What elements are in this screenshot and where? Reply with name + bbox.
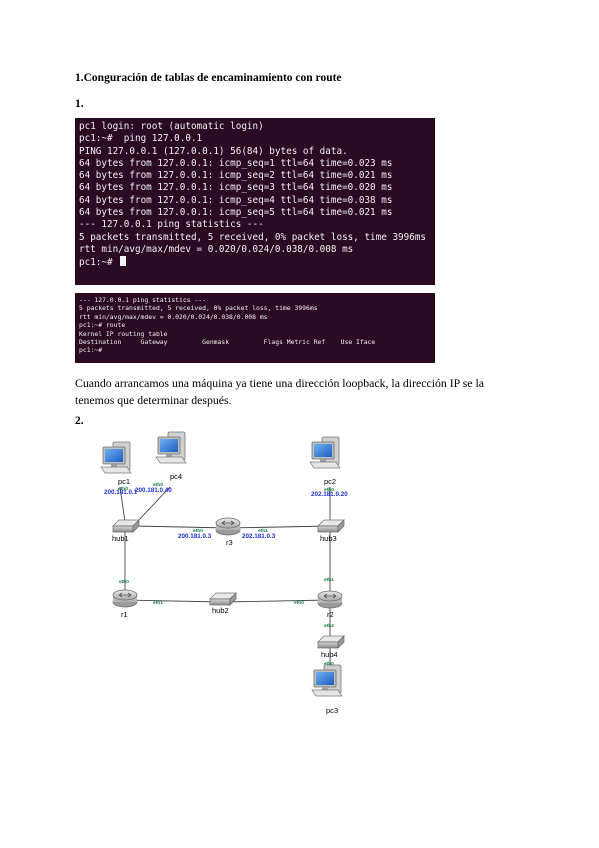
hub2-node <box>209 592 237 606</box>
terminal-line: 64 bytes from 127.0.0.1: icmp_seq=3 ttl=… <box>79 182 393 194</box>
ip-labels: 200.181.0.1 200.181.0.40 202.181.0.20 20… <box>104 487 348 540</box>
terminal-line: Destination Gateway Genmask Flags Metric… <box>79 338 376 347</box>
terminal-line: rtt min/avg/max/mdev = 0.020/0.024/0.038… <box>79 312 268 321</box>
terminal-line: --- 127.0.0.1 ping statistics --- <box>79 296 206 304</box>
hub-icon <box>317 519 345 533</box>
terminal-line: pc1:~# route <box>79 321 126 330</box>
label-hub4: hub4 <box>321 650 338 659</box>
hub4-node <box>317 635 345 649</box>
terminal-line: rtt min/avg/max/mdev = 0.020/0.024/0.038… <box>79 243 354 255</box>
hub-icon <box>112 519 140 533</box>
iface-r1-eth0: eth0 <box>119 579 129 585</box>
terminal-line: 64 bytes from 127.0.0.1: icmp_seq=2 ttl=… <box>79 170 393 182</box>
terminal-line: 64 bytes from 127.0.0.1: icmp_seq=4 ttl=… <box>79 194 393 206</box>
iface-pc2-eth0: eth0 <box>324 487 334 493</box>
link-hub2-r2 <box>221 599 331 603</box>
pc1-node <box>100 441 132 474</box>
label-hub3: hub3 <box>320 534 337 543</box>
computer-icon <box>311 664 343 697</box>
r3-node <box>215 517 241 536</box>
section-number-1: 1. <box>75 98 84 110</box>
computer-icon <box>309 436 341 469</box>
terminal-line: 5 packets transmitted, 5 received, 0% pa… <box>79 304 318 313</box>
iface-r3-eth1: eth1 <box>258 528 268 534</box>
link-r1-hub2 <box>124 599 223 603</box>
iface-r1-eth1: eth1 <box>153 600 163 606</box>
pc4-node <box>155 431 187 464</box>
router-icon <box>317 590 343 609</box>
label-pc2: pc2 <box>324 477 336 486</box>
explanation-paragraph: Cuando arrancamos una máquina ya tiene u… <box>75 376 485 407</box>
terminal-line: --- 127.0.0.1 ping statistics --- <box>79 219 264 231</box>
pc2-node <box>309 436 341 469</box>
label-pc4: pc4 <box>170 472 182 481</box>
pc3-node <box>311 664 343 697</box>
terminal-line: PING 127.0.0.1 (127.0.0.1) 56(84) bytes … <box>79 145 348 157</box>
iface-r2-eth0: eth0 <box>294 600 304 606</box>
hub-icon <box>209 592 237 606</box>
section-number-2: 2. <box>75 415 84 427</box>
terminal-line: pc1:~# ping 127.0.0.1 <box>79 133 203 145</box>
label-pc1: pc1 <box>118 477 130 486</box>
terminal-prompt-line: pc1:~# <box>79 256 431 269</box>
terminal-ping-output: pc1 login: root (automatic login) pc1:~#… <box>75 118 435 285</box>
hub-icon <box>317 635 345 649</box>
interface-labels: eth0 eth0 eth0 eth0 eth1 eth0 eth1 eth0 … <box>118 482 334 667</box>
ip-pc4: 200.181.0.40 <box>135 487 172 494</box>
terminal-line: Kernel IP routing table <box>79 329 168 338</box>
iface-r2-eth2: eth2 <box>324 623 334 629</box>
hub1-node <box>112 519 140 533</box>
network-links <box>119 486 331 680</box>
terminal-line: pc1 login: root (automatic login) <box>79 121 264 132</box>
iface-r2-eth1: eth1 <box>324 577 334 583</box>
hub3-node <box>317 519 345 533</box>
computer-icon <box>155 431 187 464</box>
label-r1: r1 <box>121 610 128 619</box>
iface-pc4-eth0: eth0 <box>153 482 163 488</box>
terminal-line: 64 bytes from 127.0.0.1: icmp_seq=1 ttl=… <box>79 157 393 169</box>
ip-r3-eth1: 202.181.0.3 <box>242 533 276 540</box>
node-labels: pc1 pc4 pc2 pc3 hub1 hub2 hub3 hub4 r1 r… <box>112 472 338 715</box>
link-r3-hub3 <box>227 525 331 529</box>
iface-pc1-eth0: eth0 <box>118 486 128 492</box>
terminal-line: 5 packets transmitted, 5 received, 0% pa… <box>79 231 427 243</box>
router-icon <box>112 589 138 608</box>
link-pc4-hub1 <box>136 486 171 523</box>
link-pc1-hub1 <box>119 486 126 523</box>
iface-pc3-eth0: eth0 <box>324 661 334 667</box>
ip-pc1: 200.181.0.1 <box>104 489 138 496</box>
label-pc3: pc3 <box>326 706 338 715</box>
r2-node <box>317 590 343 609</box>
link-hub1-r3 <box>134 525 229 529</box>
terminal-prompt: pc1:~# <box>79 257 119 269</box>
router-icon <box>215 517 241 536</box>
r1-node <box>112 589 138 608</box>
computer-icon <box>100 441 132 474</box>
ip-pc2: 202.181.0.20 <box>311 491 348 498</box>
iface-r3-eth0: eth0 <box>193 528 203 534</box>
ip-r3-eth0: 200.181.0.3 <box>178 533 212 540</box>
terminal-route-output: --- 127.0.0.1 ping statistics --- 5 pack… <box>75 293 435 363</box>
label-hub1: hub1 <box>112 534 129 543</box>
terminal-line: pc1:~# <box>79 346 103 355</box>
label-r3: r3 <box>226 538 233 547</box>
label-hub2: hub2 <box>212 606 229 615</box>
label-r2: r2 <box>327 610 334 619</box>
terminal-cursor <box>120 256 127 267</box>
document-heading: 1.Conguración de tablas de encaminamient… <box>75 72 342 84</box>
terminal-line: 64 bytes from 127.0.0.1: icmp_seq=5 ttl=… <box>79 207 393 219</box>
